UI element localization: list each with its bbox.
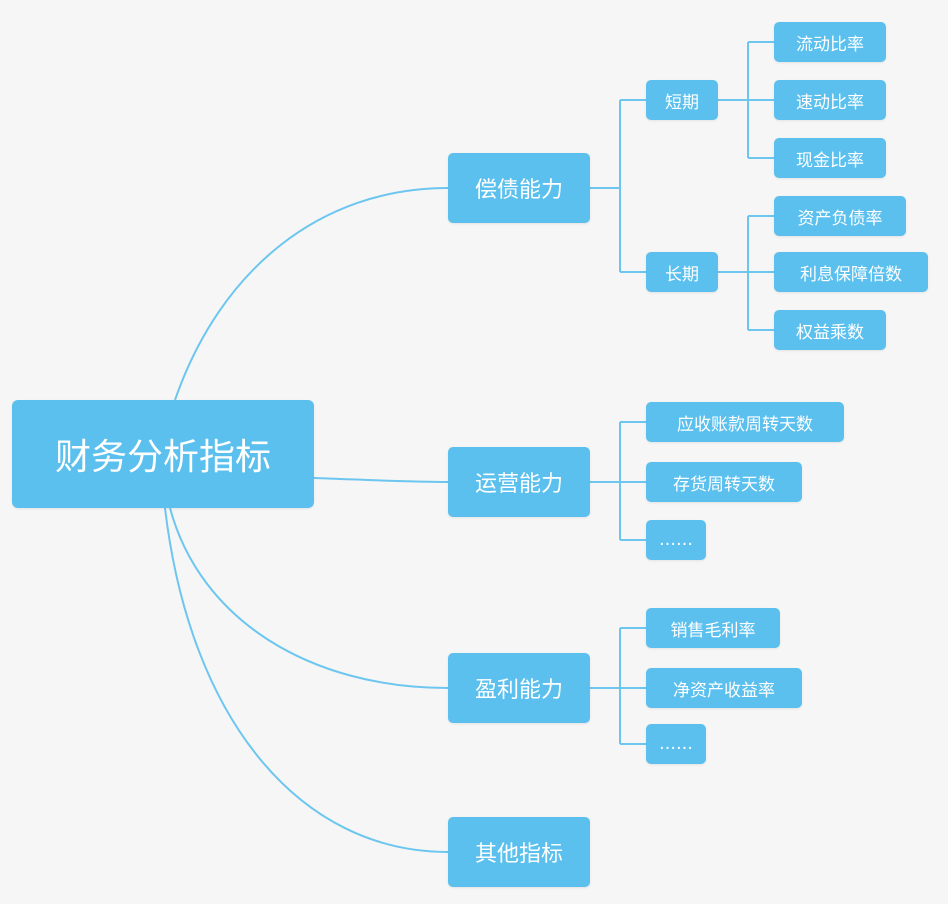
node-equity-multiplier[interactable]: 权益乘数 [774, 310, 886, 350]
link-root-profitability [169, 507, 449, 689]
link-root-operation [313, 477, 449, 483]
node-short-term[interactable]: 短期 [646, 80, 718, 120]
link-profitability-bracket [590, 627, 646, 745]
node-receivable-days[interactable]: 应收账款周转天数 [646, 402, 844, 442]
node-long-term[interactable]: 长期 [646, 252, 718, 292]
link-root-solvency [174, 187, 449, 401]
node-interest-coverage[interactable]: 利息保障倍数 [774, 252, 928, 292]
link-solvency-bracket [590, 99, 646, 273]
branch-other-indicators[interactable]: 其他指标 [448, 817, 590, 887]
node-roe[interactable]: 净资产收益率 [646, 668, 802, 708]
branch-profitability[interactable]: 盈利能力 [448, 653, 590, 723]
node-inventory-days[interactable]: 存货周转天数 [646, 462, 802, 502]
root-node-financial-analysis[interactable]: 财务分析指标 [12, 400, 314, 508]
branch-solvency[interactable]: 偿债能力 [448, 153, 590, 223]
link-root-other [164, 507, 449, 853]
node-debt-asset-ratio[interactable]: 资产负债率 [774, 196, 906, 236]
link-short-bracket [718, 41, 774, 159]
node-current-ratio[interactable]: 流动比率 [774, 22, 886, 62]
node-gross-margin[interactable]: 销售毛利率 [646, 608, 780, 648]
branch-operation[interactable]: 运营能力 [448, 447, 590, 517]
link-operation-bracket [590, 421, 646, 541]
node-profitability-more[interactable]: …… [646, 724, 706, 764]
link-long-bracket [718, 215, 774, 331]
node-operation-more[interactable]: …… [646, 520, 706, 560]
node-quick-ratio[interactable]: 速动比率 [774, 80, 886, 120]
node-cash-ratio[interactable]: 现金比率 [774, 138, 886, 178]
